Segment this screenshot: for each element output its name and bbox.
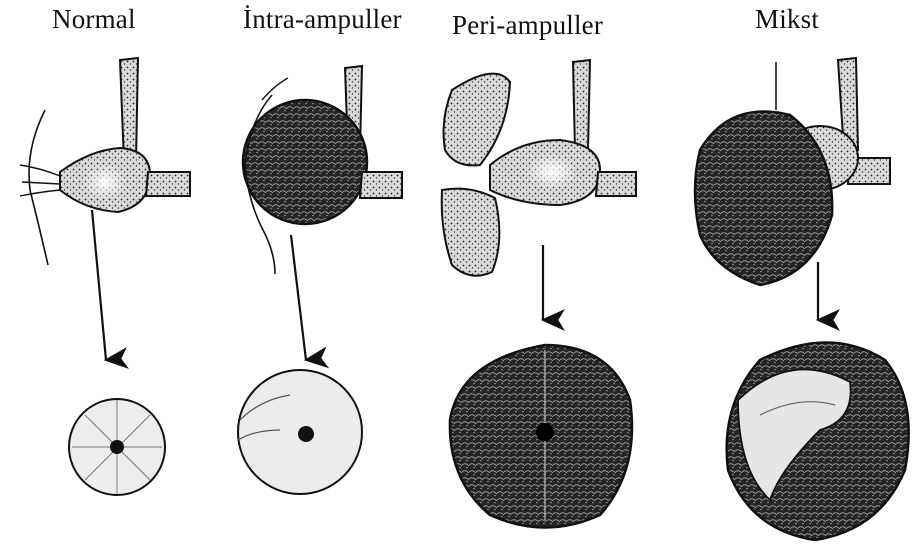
mikst-ampulla-drawing	[695, 58, 909, 540]
peri-ampuller-ampulla-drawing	[442, 60, 636, 528]
normal-ampulla-drawing	[20, 58, 190, 495]
intra-ampuller-ampulla-drawing	[238, 66, 402, 494]
